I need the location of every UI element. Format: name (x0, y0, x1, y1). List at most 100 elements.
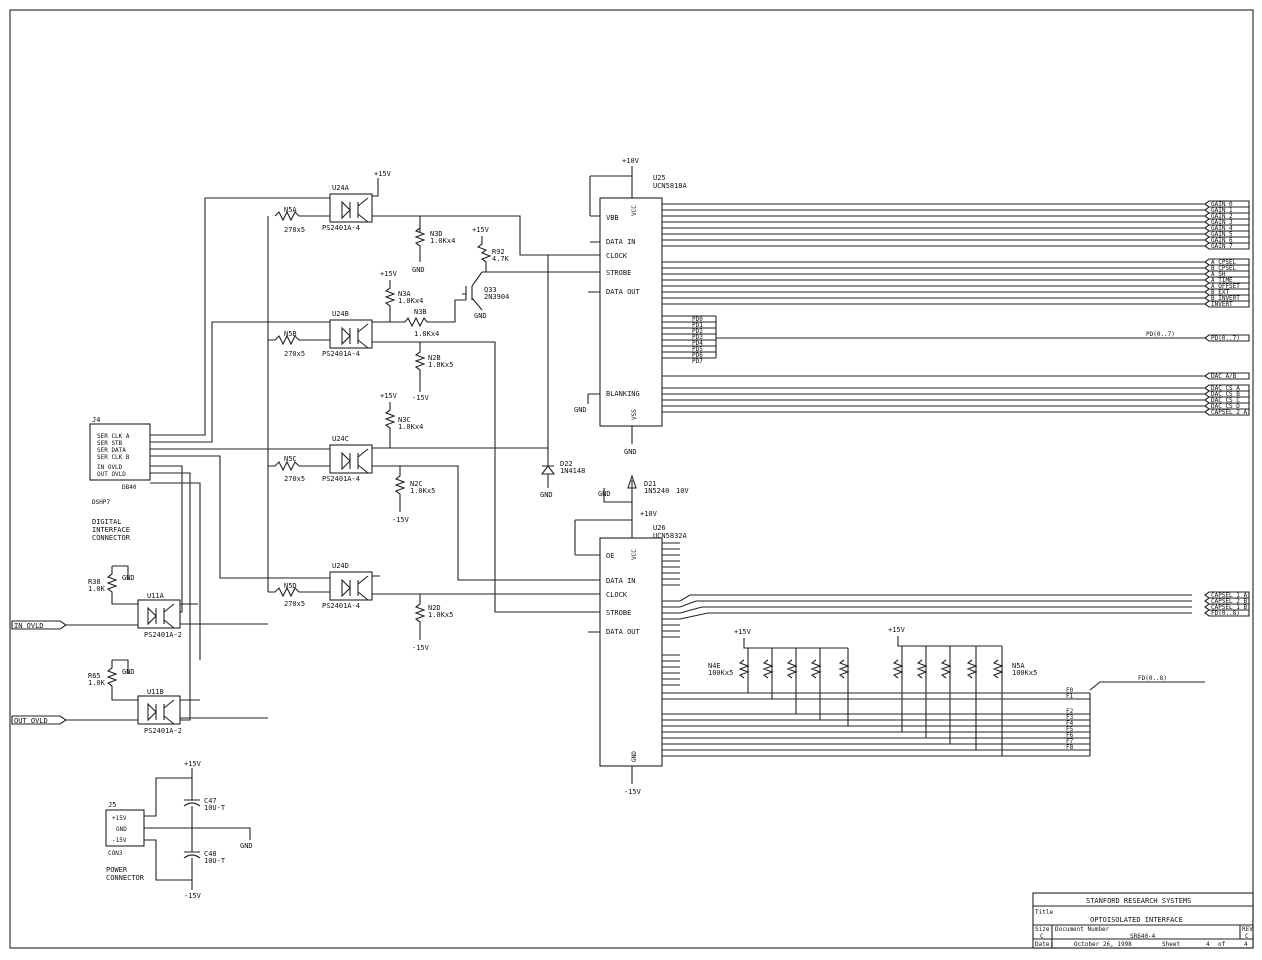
opto-ref: U24B (332, 310, 349, 318)
gnd-label: GND (540, 491, 553, 499)
net-label-tag (1204, 402, 1250, 410)
opto-u24d: U24D PS2401A-4 N5D 270x5 (268, 562, 590, 610)
pd-label: PD2 (692, 328, 703, 335)
res-val: 1.0Kx4 (398, 297, 423, 305)
ic-pin-label: DATA OUT (606, 628, 641, 636)
j5-caption: CONNECTOR (106, 874, 145, 882)
j4-ref: J4 (92, 416, 100, 424)
opto-u11b: R65 1.0K GND U11B PS2401A-2 (88, 659, 268, 735)
net-label: DAC_A/B (1211, 373, 1237, 380)
net-label: INVERT (1211, 301, 1233, 308)
opto-rval: 270x5 (284, 475, 305, 483)
sheets-value: 4 (1244, 941, 1248, 948)
net-label-tag (1204, 334, 1250, 342)
res-n3d: N3D 1.0Kx4 GND (412, 227, 455, 274)
res-n2b: N2B 1.0Kx5 -15V (412, 342, 453, 402)
net-label: DAC_CS_D (1211, 403, 1240, 410)
net-label: A_OFFSET (1211, 283, 1240, 290)
net-label: GAIN_6 (1211, 237, 1233, 244)
connector-j5: J5 +15V GND -15V CON3 POWER CONNECTOR +1… (105, 760, 253, 900)
res-network-n5a: +15V N5A 100Kx5 (888, 626, 1037, 756)
opto-u11a: R38 1.0K GND U11A PS2401A-2 (88, 565, 268, 639)
power-label: -15V (392, 516, 410, 524)
ic-u25: +10V U25 UCN5818A VCC VBB DATA IN CLOCK … (482, 157, 688, 456)
pd-label: PD4 (692, 340, 703, 347)
net-label-tag (1204, 288, 1250, 296)
res-n3b: N3B 1.0Kx4 (390, 308, 440, 338)
opto-rval: 1.0K (88, 679, 106, 687)
pd-label: PD5 (692, 346, 703, 353)
net-label-tag (1204, 591, 1250, 599)
net-label: GAIN_7 (1211, 243, 1233, 250)
cap-ref: C47 (204, 797, 217, 805)
power-label: +15V (472, 226, 490, 234)
diode-part: 1N4148 (560, 467, 585, 475)
f-label: F7 (1066, 738, 1074, 745)
date-label: Date: (1035, 941, 1053, 948)
opto-ref: U11A (147, 592, 165, 600)
j5-pin-label: -15V (112, 837, 127, 844)
cap-val: 10U-T (204, 857, 226, 865)
ic-pin-label: CLOCK (606, 252, 628, 260)
ic-pin-label: OE (606, 552, 614, 560)
net-label: CAPSEL_2_B (1211, 598, 1248, 605)
net-label: B_CPSEL (1211, 265, 1237, 272)
opto-res: N5D (284, 582, 297, 590)
diode-ref: D21 (644, 480, 657, 488)
opto-res: R38 (88, 578, 101, 586)
ic-pin-label: STROBE (606, 609, 631, 617)
res-ref: N2D (428, 604, 441, 612)
res-ref: N2C (410, 480, 423, 488)
power-label: -15V (412, 644, 430, 652)
net-label: CAPSEL_1_A (1211, 592, 1248, 599)
res-ref: N3D (430, 230, 443, 238)
diode-d22: D22 1N4148 GND (540, 448, 585, 499)
port-label: IN OVLD (14, 622, 44, 630)
opto-rval: 270x5 (284, 226, 305, 234)
res-val: 1.0Kx5 (428, 611, 453, 619)
net-label: GAIN_3 (1211, 219, 1233, 226)
net-label: FD(0..8) (1211, 610, 1240, 617)
res-ref: N5A (1012, 662, 1025, 670)
net-label-tag (1204, 372, 1250, 380)
net-label: CAPSEL_2_A (1211, 409, 1248, 416)
opto-u24b: U24B PS2401A-4 N5B 270x5 (268, 310, 590, 613)
docnum-value: SR640-4 (1130, 933, 1156, 940)
power-label: +10V (622, 157, 640, 165)
net-label: GAIN_0 (1211, 201, 1233, 208)
sheet-value: 4 (1206, 941, 1210, 948)
pd-label: PD3 (692, 334, 703, 341)
opto-res: N5C (284, 455, 297, 463)
sheet-label: Sheet (1162, 941, 1180, 948)
f-label: F8 (1066, 744, 1074, 751)
power-label: -15V (412, 394, 430, 402)
net-label: A_SH (1211, 271, 1226, 278)
net-label: CAPSEL_1_B (1211, 604, 1248, 611)
power-label: -15V (624, 788, 642, 796)
net-label: GAIN_2 (1211, 213, 1233, 220)
cap-val: 10U-T (204, 804, 226, 812)
net-label-tag (1204, 609, 1250, 617)
date-value: October 26, 1998 (1074, 941, 1132, 948)
f-label: F1 (1066, 693, 1074, 700)
title-company: STANFORD RESEARCH SYSTEMS (1086, 897, 1191, 905)
net-label-tag (1204, 300, 1250, 308)
gnd-label: GND (574, 406, 587, 414)
transistor-q33: +15V R92 4.7K Q33 2N3904 GND (462, 226, 510, 320)
of-label: of (1218, 941, 1226, 948)
res-val: 100Kx5 (1012, 669, 1037, 677)
size-value: C (1040, 933, 1044, 940)
net-label-tag (1204, 282, 1250, 290)
res-val: 100Kx5 (708, 669, 733, 677)
pd-label: PD0 (692, 316, 703, 323)
res-ref: N4E (708, 662, 721, 670)
res-ref: N3B (414, 308, 427, 316)
opto-ref: U24A (332, 184, 350, 192)
j5-ref: J5 (108, 801, 116, 809)
res-ref: N3C (398, 416, 411, 424)
res-ref: R92 (492, 248, 505, 256)
res-ref: N2B (428, 354, 441, 362)
net-label-tag (1204, 603, 1250, 611)
net-label-tag (1204, 384, 1250, 392)
net-label-tag (1204, 390, 1250, 398)
